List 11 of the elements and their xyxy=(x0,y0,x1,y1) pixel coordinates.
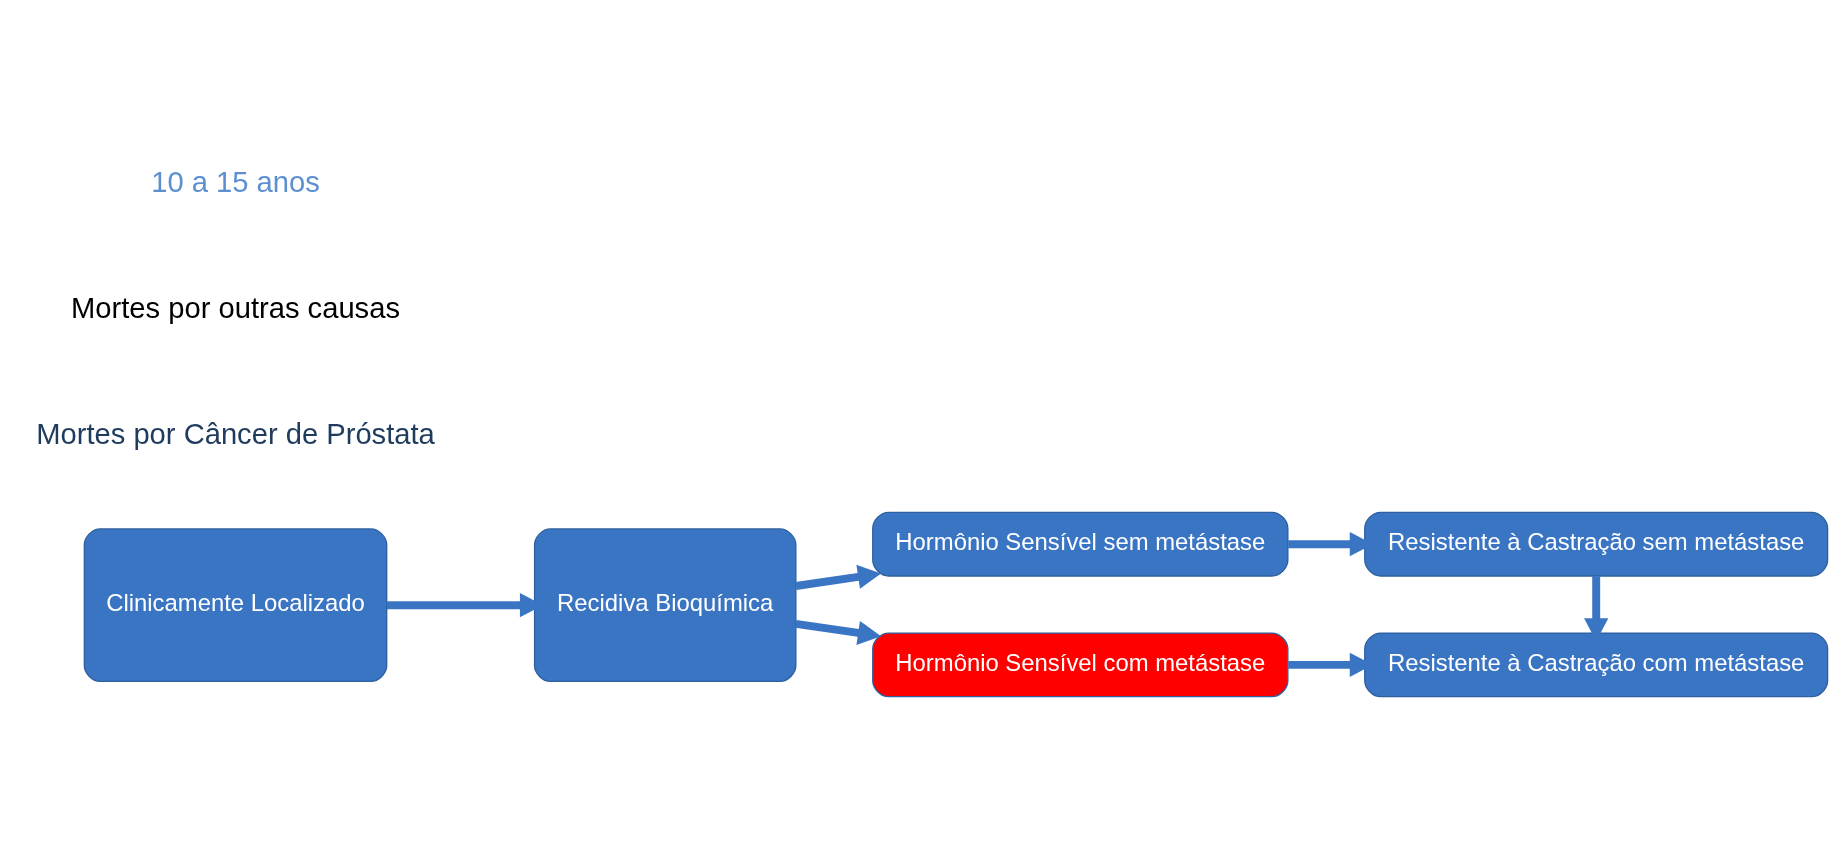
label: Mortes por Câncer de Próstata xyxy=(36,418,435,451)
node-box: Hormônio Sensível com metástase xyxy=(872,632,1289,698)
arrow xyxy=(795,619,882,645)
label: Mortes por outras causas xyxy=(71,292,401,325)
node-box: Recidiva Bioquímica xyxy=(533,528,797,683)
label: 10 a 15 anos xyxy=(151,166,320,199)
arrow xyxy=(795,564,882,590)
node-box: Resistente à Castração sem metástase xyxy=(1364,511,1829,577)
node-box: Resistente à Castração com metástase xyxy=(1364,632,1829,698)
node-box: Hormônio Sensível sem metástase xyxy=(872,511,1289,577)
node-box: Clinicamente Localizado xyxy=(83,528,388,683)
